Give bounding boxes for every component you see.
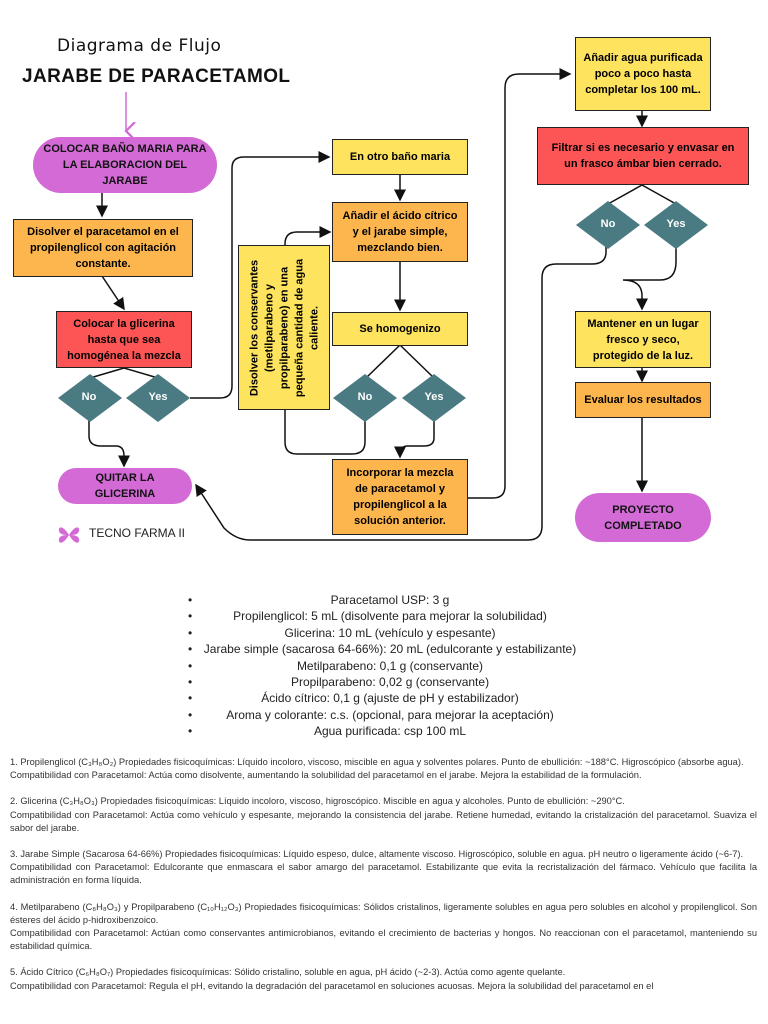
note-compatibility: Compatibilidad con Paracetamol: Edulcora… [10,862,757,886]
homogenized-step: Se homogenizo [332,312,468,346]
note-compatibility: Compatibilidad con Paracetamol: Actúa co… [10,809,757,833]
evaluate-step: Evaluar los resultados [575,382,711,418]
preservatives-label: Disolver los conservantes (metilparabeno… [248,258,321,398]
flow-connectors [58,68,708,541]
note-compatibility: Compatibilidad con Paracetamol: Regula e… [10,980,654,991]
filter-step: Filtrar si es necesario y envasar en un … [537,127,749,185]
remove-glycerin-pill: QUITAR LA GLICERINA [58,468,192,504]
list-item: Agua purificada: csp 100 mL [180,723,600,740]
decision-yes-glycerin: Yes [148,391,168,403]
add-water-step: Añadir agua purificada poco a poco hasta… [575,37,711,111]
note-paragraph: 4. Metilparabeno (C₈H₈O₃) y Propilparabe… [10,901,757,954]
preservatives-step: Disolver los conservantes (metilparabeno… [238,245,330,410]
brand-name: TECNO FARMA II [89,526,186,540]
note-paragraph: 1. Propilenglicol (C₃H₈O₂) Propiedades f… [10,756,757,782]
keep-step: Mantener en un lugar fresco y seco, prot… [575,311,711,368]
list-item: Propilparabeno: 0,02 g (conservante) [180,674,600,691]
decision-yes-filter: Yes [666,218,686,230]
diagram-subtitle: Diagrama de Flujo [57,36,222,56]
done-pill: PROYECTO COMPLETADO [575,493,711,542]
list-item: Aroma y colorante: c.s. (opcional, para … [180,707,600,724]
list-item: Ácido cítrico: 0,1 g (ajuste de pH y est… [180,690,600,707]
note-paragraph: 3. Jarabe Simple (Sacarosa 64-66%) Propi… [10,848,757,888]
incorporate-step: Incorporar la mezcla de paracetamol y pr… [332,459,468,535]
note-properties: 4. Metilparabeno (C₈H₈O₃) y Propilparabe… [10,901,757,925]
note-properties: 3. Jarabe Simple (Sacarosa 64-66%) Propi… [10,849,744,860]
list-item: Metilparabeno: 0,1 g (conservante) [180,658,600,675]
start-pill: COLOCAR BAÑO MARIA PARA LA ELABORACION D… [33,137,217,193]
list-item: Paracetamol USP: 3 g [180,592,600,609]
list-item: Jarabe simple (sacarosa 64-66%): 20 mL (… [180,641,600,658]
note-compatibility: Compatibilidad con Paracetamol: Actúan c… [10,928,757,952]
note-properties: 1. Propilenglicol (C₃H₈O₂) Propiedades f… [10,757,744,767]
note-properties: 5. Ácido Cítrico (C₆H₈O₇) Propiedades fi… [10,967,566,978]
list-item: Propilenglicol: 5 mL (disolvente para me… [180,608,600,625]
decision-no-homogenized: No [357,391,373,403]
other-bath-step: En otro baño maria [332,139,468,175]
dissolve-step: Disolver el paracetamol en el propilengl… [13,219,193,277]
note-compatibility: Compatibilidad con Paracetamol: Actúa co… [10,770,642,781]
decision-no-glycerin: No [81,391,97,403]
glycerin-step: Colocar la glicerina hasta que sea homog… [56,311,192,368]
list-item: Glicerina: 10 mL (vehículo y espesante) [180,625,600,642]
note-paragraph: 2. Glicerina (C₃H₈O₃) Propiedades fisico… [10,795,757,835]
page-title: JARABE DE PARACETAMOL [22,66,291,87]
ingredients-list: Paracetamol USP: 3 g Propilenglicol: 5 m… [180,592,600,740]
add-citric-step: Añadir el ácido cítrico y el jarabe simp… [332,202,468,262]
note-paragraph: 5. Ácido Cítrico (C₆H₈O₇) Propiedades fi… [10,966,757,992]
decision-yes-homogenized: Yes [424,391,444,403]
decision-no-filter: No [600,218,616,230]
flower-logo-icon [58,527,80,543]
note-properties: 2. Glicerina (C₃H₈O₃) Propiedades fisico… [10,796,625,807]
compatibility-notes: 1. Propilenglicol (C₃H₈O₂) Propiedades f… [10,756,757,1006]
